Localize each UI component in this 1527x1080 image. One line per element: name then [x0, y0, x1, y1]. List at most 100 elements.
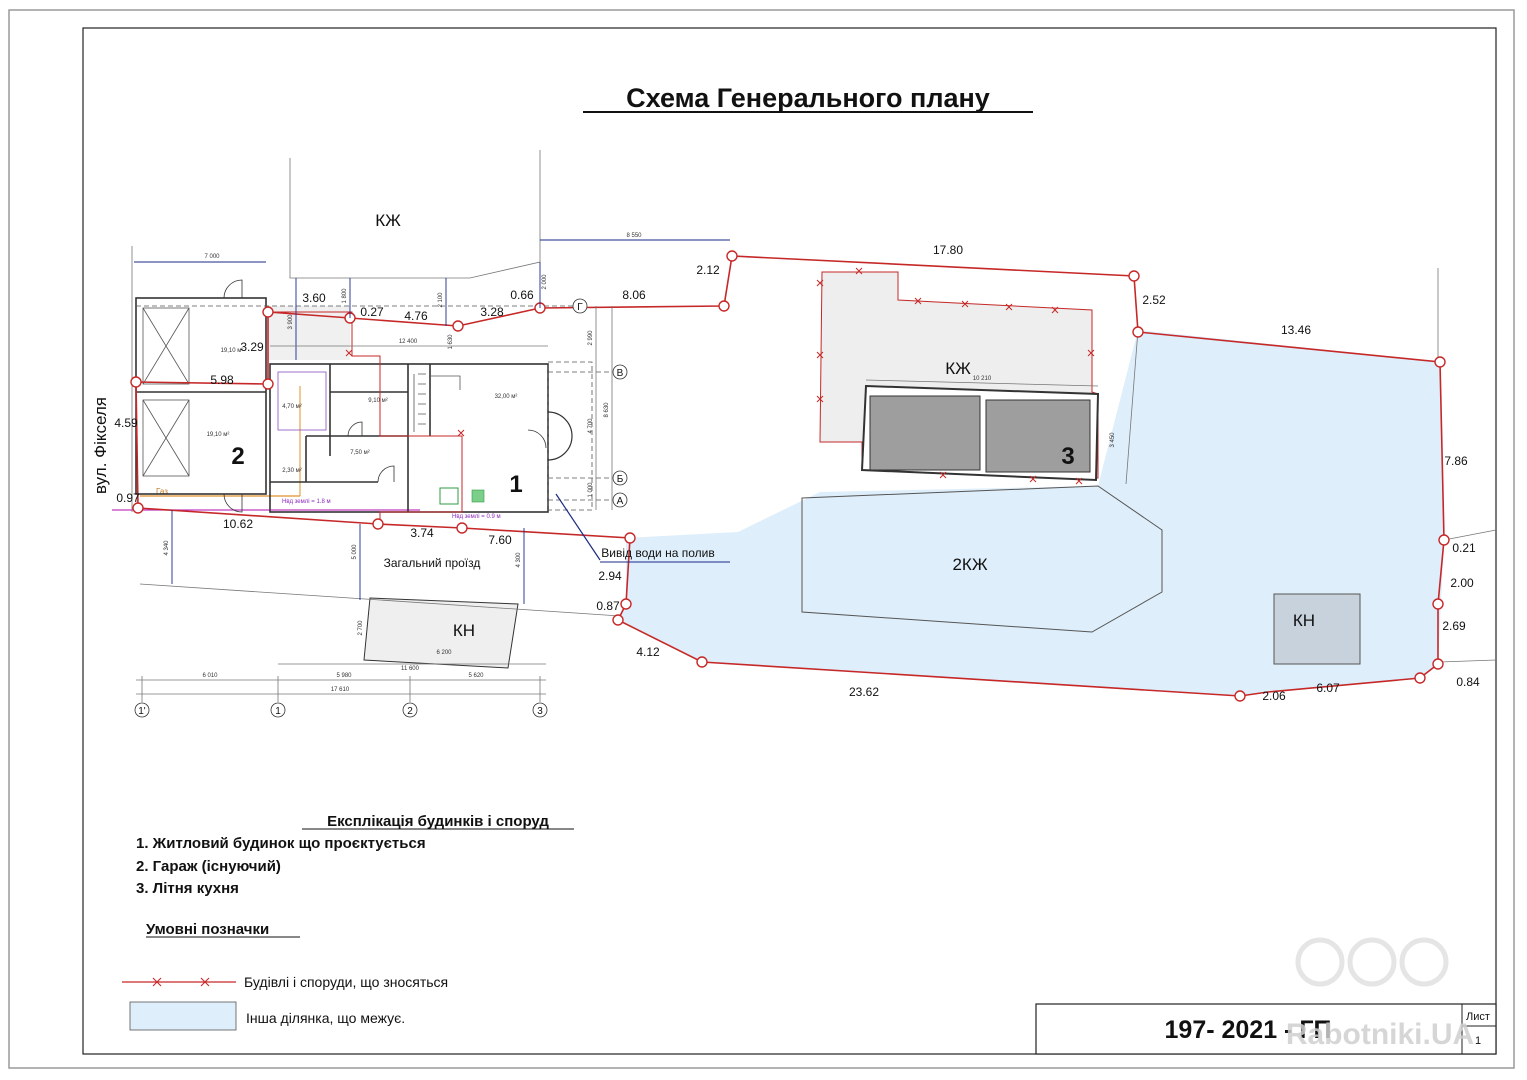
- stamp-sheet-number: 1: [1475, 1035, 1481, 1047]
- outer-frame: [8, 9, 1515, 1069]
- dim-252: 2.52: [1142, 293, 1166, 307]
- pdim-2990: 2 990: [588, 330, 594, 346]
- house-stairs: [413, 373, 461, 432]
- pdim-6010: 6 010: [202, 673, 218, 679]
- axis-bubble-G: [572, 298, 588, 314]
- dim-1780: 17.80: [933, 243, 963, 257]
- axis-label-1: 1: [275, 706, 281, 717]
- dim-459: 4.59: [114, 416, 138, 430]
- axis-bubble-A: [612, 492, 628, 508]
- axis-label-A: А: [617, 496, 624, 507]
- legend-symbols-heading: Умовні позначки: [146, 921, 269, 938]
- pdim-1630: 1 630: [448, 334, 454, 350]
- axis-label-B: Б: [617, 474, 624, 485]
- legend-item-2: 2. Гараж (існуючий): [136, 858, 281, 875]
- house-door-arc-3: [347, 421, 363, 437]
- dim-786: 7.86: [1444, 454, 1468, 468]
- b3-diag-line: [1125, 329, 1139, 485]
- legend-adjacent-text: Інша ділянка, що межує.: [246, 1010, 405, 1026]
- boundary-point: [624, 532, 636, 544]
- room-area-7: 4,70 м²: [282, 404, 301, 410]
- dim-329: 3.29: [240, 340, 264, 354]
- dim-269: 2.69: [1442, 619, 1466, 633]
- axis-label-3: 3: [537, 706, 543, 717]
- boundary-point: [1414, 672, 1426, 684]
- garage-pit-2-x2: [142, 399, 190, 477]
- house-door-arc: [527, 429, 547, 449]
- zone-2kzh-outline: [801, 485, 1163, 633]
- building-number-3: 3: [1061, 443, 1074, 470]
- pdim-5980: 5 980: [336, 673, 352, 679]
- legend-adjacent-swatch: [129, 1001, 237, 1031]
- dim-360: 3.60: [302, 291, 326, 305]
- watermark-logo: [1295, 937, 1449, 987]
- axis-label-1p: 1': [138, 706, 146, 717]
- boundary-point: [1132, 326, 1144, 338]
- axis-bubble-1: [270, 702, 286, 718]
- legend-demolish-cross-2: [200, 977, 210, 987]
- east-neighbour-line-2: [1443, 529, 1497, 541]
- zone-kzh-right: КЖ: [945, 359, 971, 378]
- boundary-point: [696, 656, 708, 668]
- page-title: Схема Генерального плану: [626, 83, 990, 113]
- building-number-2: 2: [231, 443, 244, 470]
- building-3-part-b: [985, 399, 1091, 473]
- room-area-6: 2,30 м²: [282, 468, 301, 474]
- pdim-1000: 1 000: [588, 482, 594, 498]
- boundary-point: [262, 378, 274, 390]
- legend-item-1: 1. Житловий будинок що проєктується: [136, 835, 426, 852]
- dim-328: 3.28: [480, 305, 504, 319]
- garage-door-arc: [223, 279, 243, 299]
- pdim-8630: 8 630: [604, 402, 610, 418]
- axis-label-2: 2: [407, 706, 413, 717]
- house-green-fixture: [439, 487, 459, 505]
- east-neighbour-line-3: [1439, 659, 1497, 663]
- pdim-2100: 2 100: [438, 292, 444, 308]
- pdim-11600: 11 600: [401, 666, 420, 672]
- pdim-12400: 12 400: [399, 339, 418, 345]
- water-outlet: Вивід води на полив: [601, 546, 714, 560]
- garage-pit-1: [142, 307, 190, 385]
- house-bay: [547, 411, 573, 461]
- pdim-4700: 4 700: [588, 418, 594, 434]
- room-area-1: 19,10 м²: [221, 348, 244, 354]
- boundary-point: [452, 320, 464, 332]
- dim-598: 5.98: [210, 373, 234, 387]
- pdim-5000: 5 000: [352, 544, 358, 560]
- pdim-5620: 5 620: [468, 673, 484, 679]
- axis-bubble-1p: [134, 702, 150, 718]
- pdim-7000: 7 000: [204, 254, 220, 260]
- garage-pit-1-x2: [142, 307, 190, 385]
- dim-374: 3.74: [410, 526, 434, 540]
- room-level-1: Hвд землі = 1.8 м: [282, 499, 331, 505]
- room-area-2: 19,10 м²: [207, 432, 230, 438]
- legend-demolish-cross-1: [152, 977, 162, 987]
- common-passage: Загальний проїзд: [384, 556, 481, 570]
- dim-097: 0.97: [116, 491, 140, 505]
- dim-027: 0.27: [360, 305, 384, 319]
- garage-outline: [135, 297, 267, 495]
- axis-bubble-B: [612, 470, 628, 486]
- dim-1062: 10.62: [223, 517, 253, 531]
- dim-294: 2.94: [598, 569, 622, 583]
- axis-label-G: Г: [577, 302, 583, 313]
- boundary-point: [262, 306, 274, 318]
- boundary-point: [1438, 534, 1450, 546]
- legend-item-3: 3. Літня кухня: [136, 880, 239, 897]
- house-green-fixture-2: [471, 489, 485, 503]
- inner-frame: [82, 27, 1497, 1055]
- boundary-point: [1434, 356, 1446, 368]
- neighbour-line-top: [289, 150, 541, 279]
- watermark-text: Rabotniki.UA: [1286, 1018, 1474, 1051]
- garage-pit-2: [142, 399, 190, 477]
- pdim-3450: 3 450: [1110, 432, 1116, 448]
- stamp-box: [1035, 1003, 1497, 1055]
- dim-2362: 23.62: [849, 685, 879, 699]
- pdim-4300: 4 300: [516, 552, 522, 568]
- boundary-point: [132, 502, 144, 514]
- pdim-8550: 8 550: [626, 233, 642, 239]
- zone-kn-left: КН: [453, 621, 475, 640]
- boundary-point: [620, 598, 632, 610]
- house-door-arc-2: [377, 465, 395, 483]
